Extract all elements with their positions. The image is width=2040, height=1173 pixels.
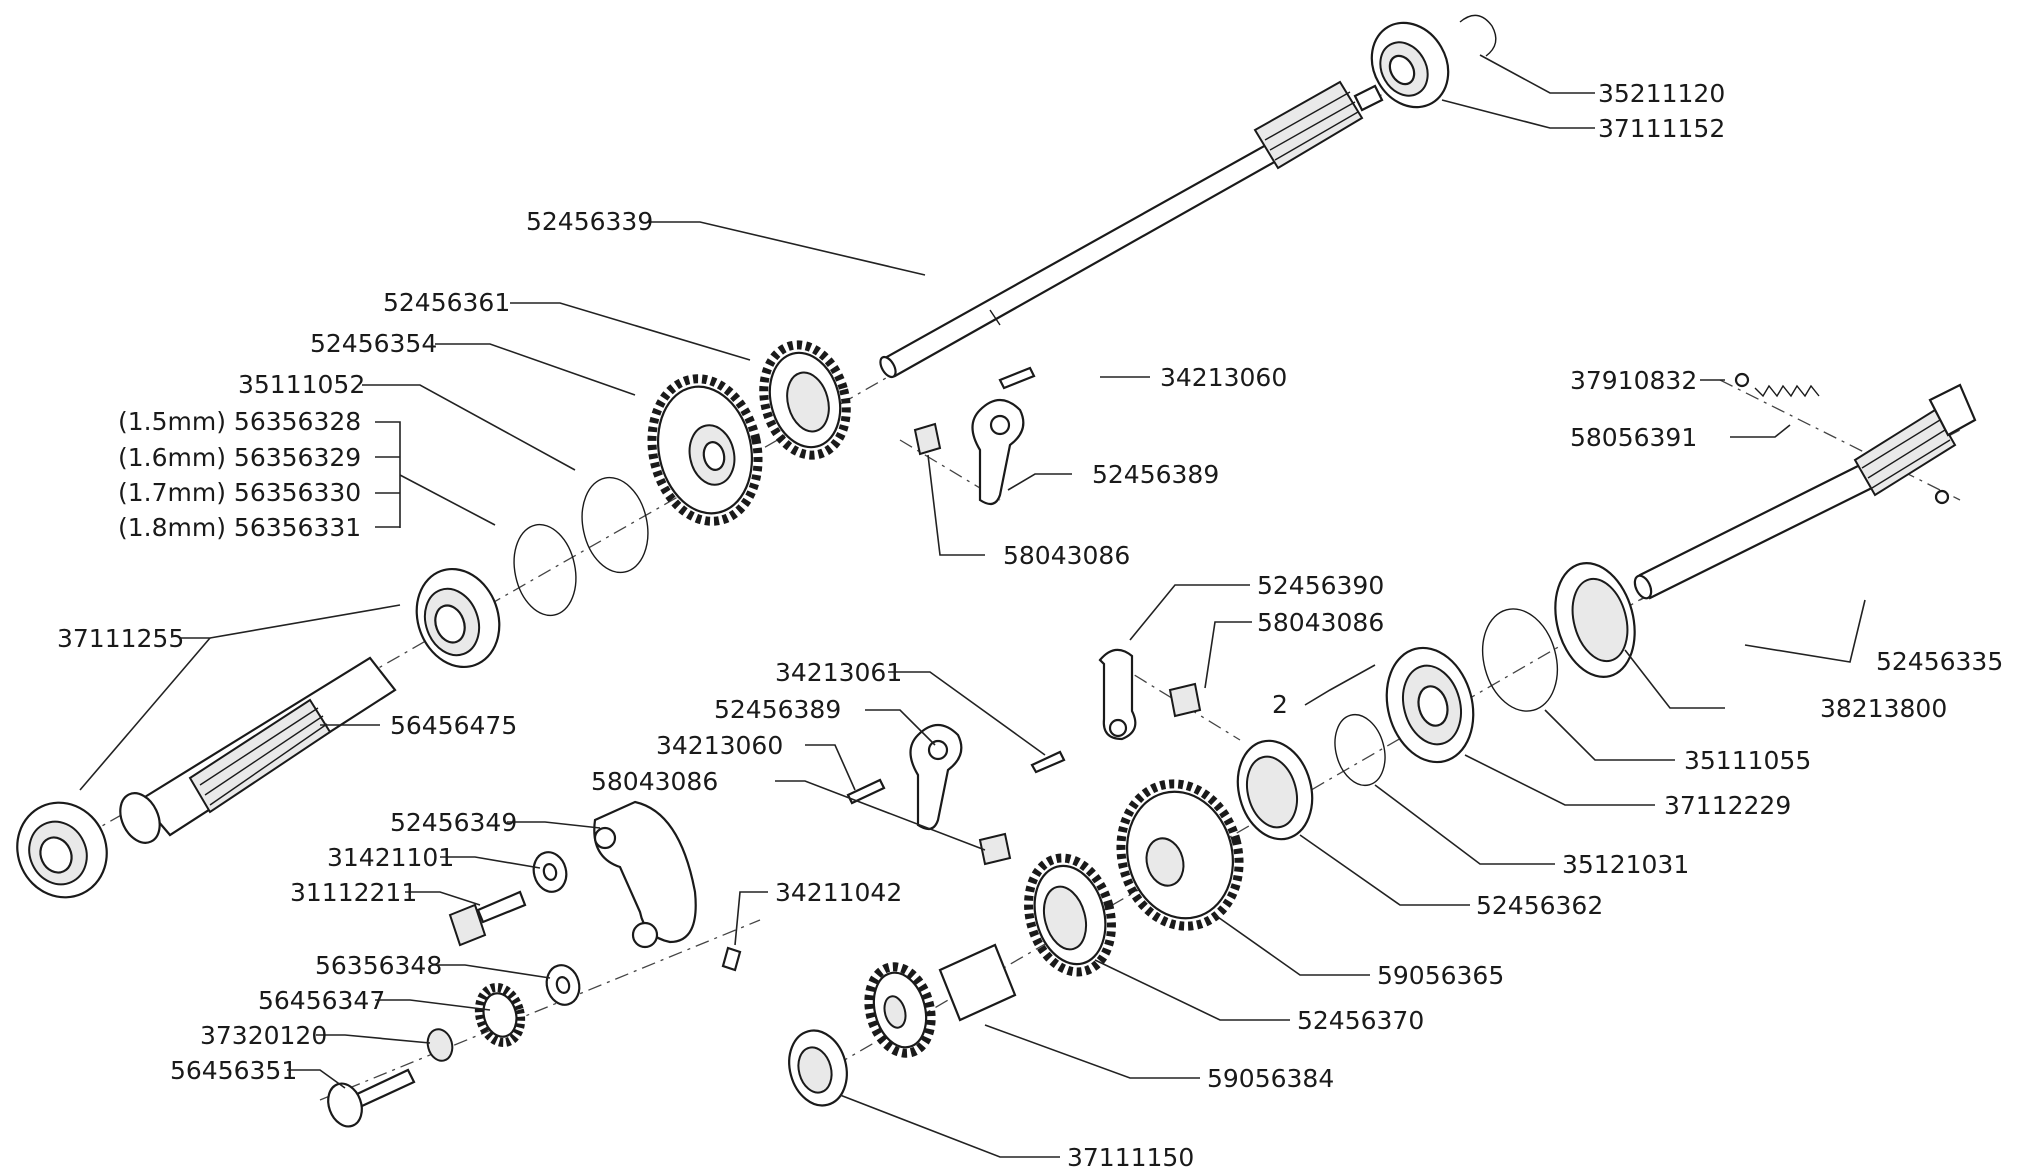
label-56456351: 56456351 — [170, 1056, 297, 1085]
label-58056391: 58056391 — [1570, 423, 1697, 452]
block-58043086-lower — [978, 832, 1012, 866]
label-59056384: 59056384 — [1207, 1064, 1334, 1093]
gear-59056384 — [864, 943, 1017, 1058]
bearing-37111255-upper — [415, 567, 501, 669]
label-58043086-upper: 58043086 — [1003, 541, 1130, 570]
label-52456354: 52456354 — [310, 329, 437, 358]
seal-38213800 — [1554, 562, 1636, 678]
pin-34213060-upper — [998, 366, 1036, 390]
label-52456339: 52456339 — [526, 207, 653, 236]
quantity-marker: 2 — [1272, 690, 1288, 719]
label-56356329: (1.6mm) 56356329 — [118, 443, 361, 472]
circlip-35111052 — [581, 476, 649, 574]
gear-56456347 — [474, 982, 526, 1048]
label-34213061: 34213061 — [775, 658, 902, 687]
label-35111052: 35111052 — [238, 370, 365, 399]
bearing-37111255-lower — [16, 801, 108, 899]
bearing-37112229 — [1385, 646, 1475, 764]
label-56356331: (1.8mm) 56356331 — [118, 513, 361, 542]
label-58043086-lower: 58043086 — [591, 767, 718, 796]
gear-52456354 — [647, 374, 763, 526]
bearing-37111150 — [788, 1029, 848, 1107]
label-56456475: 56456475 — [390, 711, 517, 740]
spring-58056391 — [1754, 384, 1820, 398]
part-labels: 35211120 37111152 52456339 52456361 5245… — [57, 79, 2003, 1172]
label-31421101: 31421101 — [327, 843, 454, 872]
label-56356328: (1.5mm) 56356328 — [118, 407, 361, 436]
pin-34213061 — [1030, 750, 1066, 774]
label-52456389-upper: 52456389 — [1092, 460, 1219, 489]
label-52456389-lower: 52456389 — [714, 695, 841, 724]
bushing-52456362 — [1236, 739, 1314, 841]
label-34211042: 34211042 — [775, 878, 902, 907]
label-56356348: 56356348 — [315, 951, 442, 980]
label-56456347: 56456347 — [258, 986, 385, 1015]
pin-34211042 — [721, 946, 742, 972]
label-34213060-lower: 34213060 — [656, 731, 783, 760]
label-58043086-mid: 58043086 — [1257, 608, 1384, 637]
shaft-52456335 — [1633, 383, 1977, 600]
label-34213060-upper: 34213060 — [1160, 363, 1287, 392]
label-56356330: (1.7mm) 56356330 — [118, 478, 361, 507]
label-52456370: 52456370 — [1297, 1006, 1424, 1035]
shim-5635633x — [513, 523, 577, 617]
label-52456361: 52456361 — [383, 288, 510, 317]
label-37111150: 37111150 — [1067, 1143, 1194, 1172]
needle-bearing-37320120 — [426, 1028, 454, 1062]
circlip-35111055 — [1482, 608, 1558, 712]
label-52456335: 52456335 — [1876, 647, 2003, 676]
gear-52456361 — [759, 340, 851, 460]
screw-right-end — [1934, 489, 1950, 505]
pin-34213060-lower — [846, 778, 886, 805]
ball-37910832 — [1734, 372, 1750, 388]
bolt-31112211 — [448, 890, 527, 947]
lever-52456390 — [1098, 648, 1137, 741]
block-58043086-upper — [913, 422, 942, 456]
label-37910832: 37910832 — [1570, 366, 1697, 395]
label-38213800: 38213800 — [1820, 694, 1947, 723]
label-37111152: 37111152 — [1598, 114, 1725, 143]
shaft-56456475 — [119, 656, 397, 844]
label-59056365: 59056365 — [1377, 961, 1504, 990]
label-35211120: 35211120 — [1598, 79, 1725, 108]
pin-56456351 — [327, 1068, 416, 1128]
center-axes — [59, 89, 1961, 1101]
label-35111055: 35111055 — [1684, 746, 1811, 775]
bearing-37111152 — [1370, 21, 1450, 109]
washer-31421101 — [532, 851, 568, 893]
label-37112229: 37112229 — [1664, 791, 1791, 820]
label-52456349: 52456349 — [390, 808, 517, 837]
shaft-52456339 — [879, 80, 1384, 379]
circlip-35121031 — [1334, 713, 1386, 787]
label-52456390: 52456390 — [1257, 571, 1384, 600]
gear-52456370 — [1024, 853, 1116, 977]
lever-52456389-lower — [909, 723, 963, 831]
label-31112211: 31112211 — [290, 878, 417, 907]
label-35121031: 35121031 — [1562, 850, 1689, 879]
circlip-35211120 — [1459, 14, 1497, 57]
gear-59056365 — [1116, 779, 1244, 931]
label-52456362: 52456362 — [1476, 891, 1603, 920]
leader-lines — [79, 54, 1866, 1158]
washer-56356348 — [545, 964, 581, 1006]
arm-52456349 — [593, 800, 697, 949]
label-37320120: 37320120 — [200, 1021, 327, 1050]
lever-52456389-upper — [971, 398, 1025, 506]
label-37111255: 37111255 — [57, 624, 184, 653]
block-58043086-mid — [1168, 682, 1202, 718]
